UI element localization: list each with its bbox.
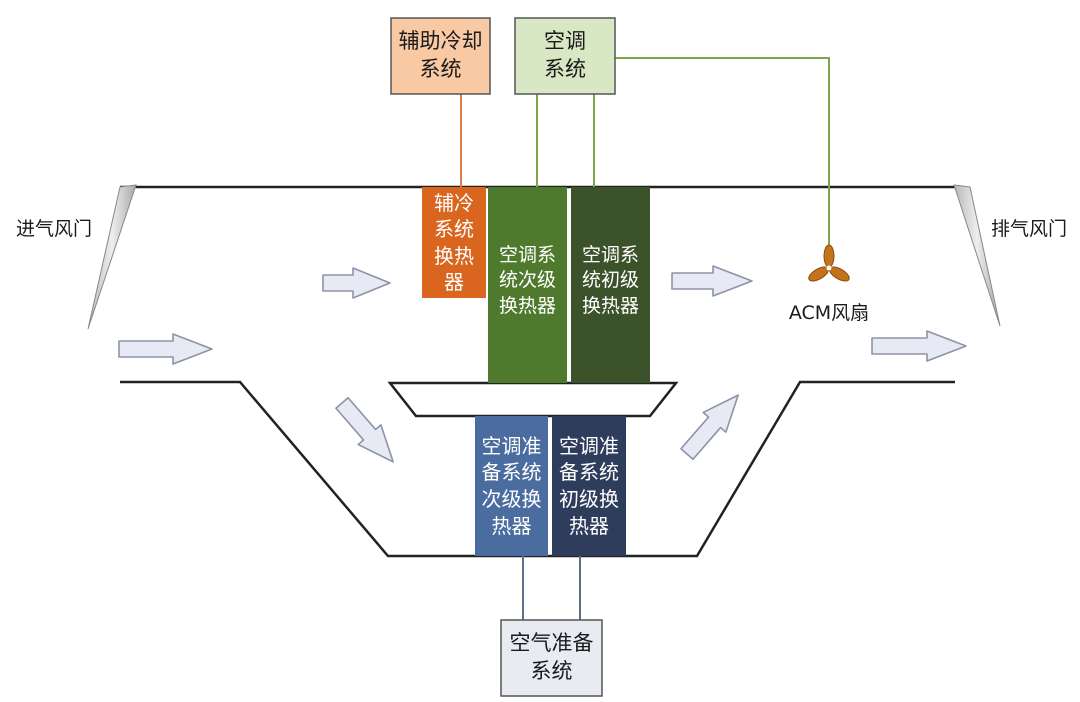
flow-arrow-icon	[322, 267, 391, 299]
exhaust-damper-label: 排气风门	[990, 217, 1067, 240]
standby-secondary-heat-exchanger	[475, 416, 548, 556]
inlet-damper-label: 进气风门	[15, 217, 92, 240]
standby-primary-heat-exchanger	[552, 416, 626, 556]
ac-system-box	[514, 17, 616, 95]
standby-primary-heat-exchanger-label: 空调准 备系统 初级换 热器	[559, 433, 619, 538]
flow-arrow-icon	[680, 394, 739, 461]
heat-exchanger-base-plate	[387, 381, 679, 418]
ac-primary-heat-exchanger-label: 空调系 统初级 换热器	[581, 244, 639, 317]
aux-cooling-heat-exchanger	[422, 187, 486, 298]
flow-arrow-icon	[118, 333, 213, 365]
acm-fan-label: ACM风扇	[788, 301, 870, 324]
ac-secondary-heat-exchanger-label: 空调系 统次级 换热器	[498, 244, 556, 317]
aux-cooling-heat-exchanger-label: 辅冷 系统 换热 器	[434, 190, 474, 294]
air-standby-system-label: 空气准备 系统	[509, 631, 594, 683]
ac-link-fan	[615, 57, 830, 245]
acm-fan-icon	[808, 244, 850, 282]
aux-cooling-system-label: 辅助冷却 系统	[398, 29, 483, 81]
ac-primary-heat-exchanger	[571, 187, 650, 383]
flow-arrow-icon	[335, 396, 394, 463]
aux-cooling-system-box	[390, 17, 491, 95]
flow-arrow-icon	[671, 265, 753, 297]
inlet-damper-icon	[87, 184, 137, 330]
standby-secondary-heat-exchanger-label: 空调准 备系统 次级换 热器	[481, 433, 542, 538]
exhaust-damper-icon	[953, 184, 1001, 327]
flow-arrow-icon	[871, 330, 967, 362]
ac-system-label: 空调 系统	[544, 29, 586, 81]
ac-secondary-heat-exchanger	[488, 187, 567, 383]
air-standby-system-box	[500, 619, 603, 697]
